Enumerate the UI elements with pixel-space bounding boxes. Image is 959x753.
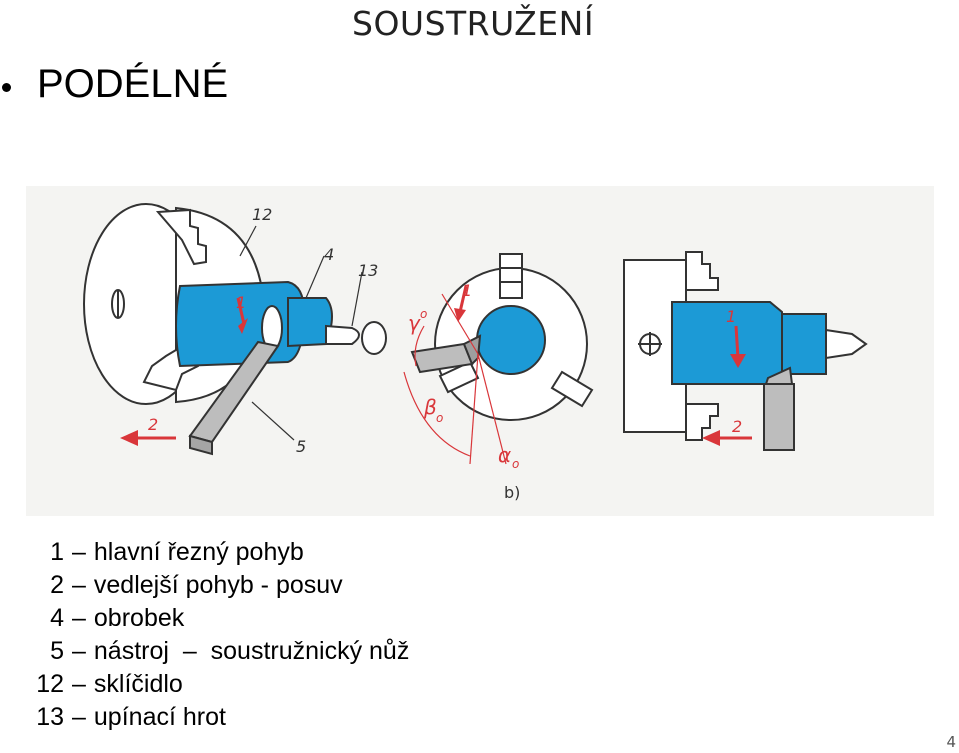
tool-left [188, 340, 280, 456]
slide-title: SOUSTRUŽENÍ [352, 4, 595, 43]
legend-text: obrobek [93, 604, 185, 632]
label-13: 13 [358, 261, 378, 280]
legend: 1 – hlavní řezný pohyb 2 – vedlejší pohy… [0, 536, 520, 734]
tool-right [763, 366, 795, 451]
label-12: 12 [252, 205, 272, 224]
feed-arrow-right [702, 430, 752, 446]
legend-row: 12 – sklíčidlo [0, 668, 520, 701]
alpha-sub: o [512, 457, 519, 471]
legend-number: 13 [36, 703, 64, 731]
legend-text: vedlejší pohyb - posuv [93, 571, 343, 599]
rotation-arrow-right [730, 325, 746, 368]
tool-middle [410, 334, 482, 374]
label-4: 4 [324, 245, 334, 264]
legend-text: upínací hrot [93, 703, 226, 731]
legend-text: sklíčidlo [93, 670, 183, 698]
legend-row: 5 – nástroj – soustružnický nůž [0, 635, 520, 668]
legend-text: nástroj – soustružnický nůž [93, 637, 410, 665]
legend-row: 4 – obrobek [0, 602, 520, 635]
gamma-symbol: γ [408, 311, 421, 335]
chuck-right [623, 251, 719, 441]
feed-arrow-left [120, 430, 176, 446]
leaders-left [239, 225, 363, 441]
legend-dash: – [72, 538, 86, 566]
legend-number: 4 [50, 604, 64, 632]
legend-row: 13 – upínací hrot [0, 701, 520, 734]
bullet-item: PODÉLNÉ [2, 62, 228, 107]
label-2-right: 2 [732, 417, 742, 436]
beta-symbol: β [423, 395, 437, 419]
alpha-symbol: α [498, 443, 511, 467]
legend-row: 2 – vedlejší pohyb - posuv [0, 569, 520, 602]
legend-dash: – [72, 604, 86, 632]
label-2-left: 2 [148, 415, 158, 434]
legend-number: 2 [50, 571, 64, 599]
label-1-right: 1 [726, 307, 736, 326]
legend-number: 1 [50, 538, 64, 566]
legend-text: hlavní řezný pohyb [93, 538, 304, 566]
cut-arrow-left [236, 297, 246, 325]
rotation-arrow-middle [454, 285, 468, 322]
workpiece-right [671, 301, 868, 385]
workpiece-middle [476, 305, 546, 375]
bullet-text: PODÉLNÉ [37, 62, 229, 106]
legend-number: 12 [36, 670, 64, 698]
legend-dash: – [72, 637, 86, 665]
angle-lines [403, 293, 507, 465]
legend-dash: – [72, 703, 86, 731]
legend-row: 1 – hlavní řezný pohyb [0, 536, 520, 569]
lathe-figure: 12 4 13 1 2 5 1 γ o β o α o b) [26, 186, 934, 516]
legend-number: 5 [50, 637, 64, 665]
label-5: 5 [296, 437, 306, 456]
label-b: b) [504, 483, 520, 502]
legend-dash: – [72, 571, 86, 599]
label-1-left: 1 [236, 293, 246, 312]
legend-dash: – [72, 670, 86, 698]
bullet-dot-icon [2, 83, 11, 92]
gamma-sub: o [420, 307, 427, 321]
page-number: 4 [946, 733, 956, 751]
label-1-middle: 1 [462, 281, 472, 300]
beta-sub: o [436, 411, 443, 425]
